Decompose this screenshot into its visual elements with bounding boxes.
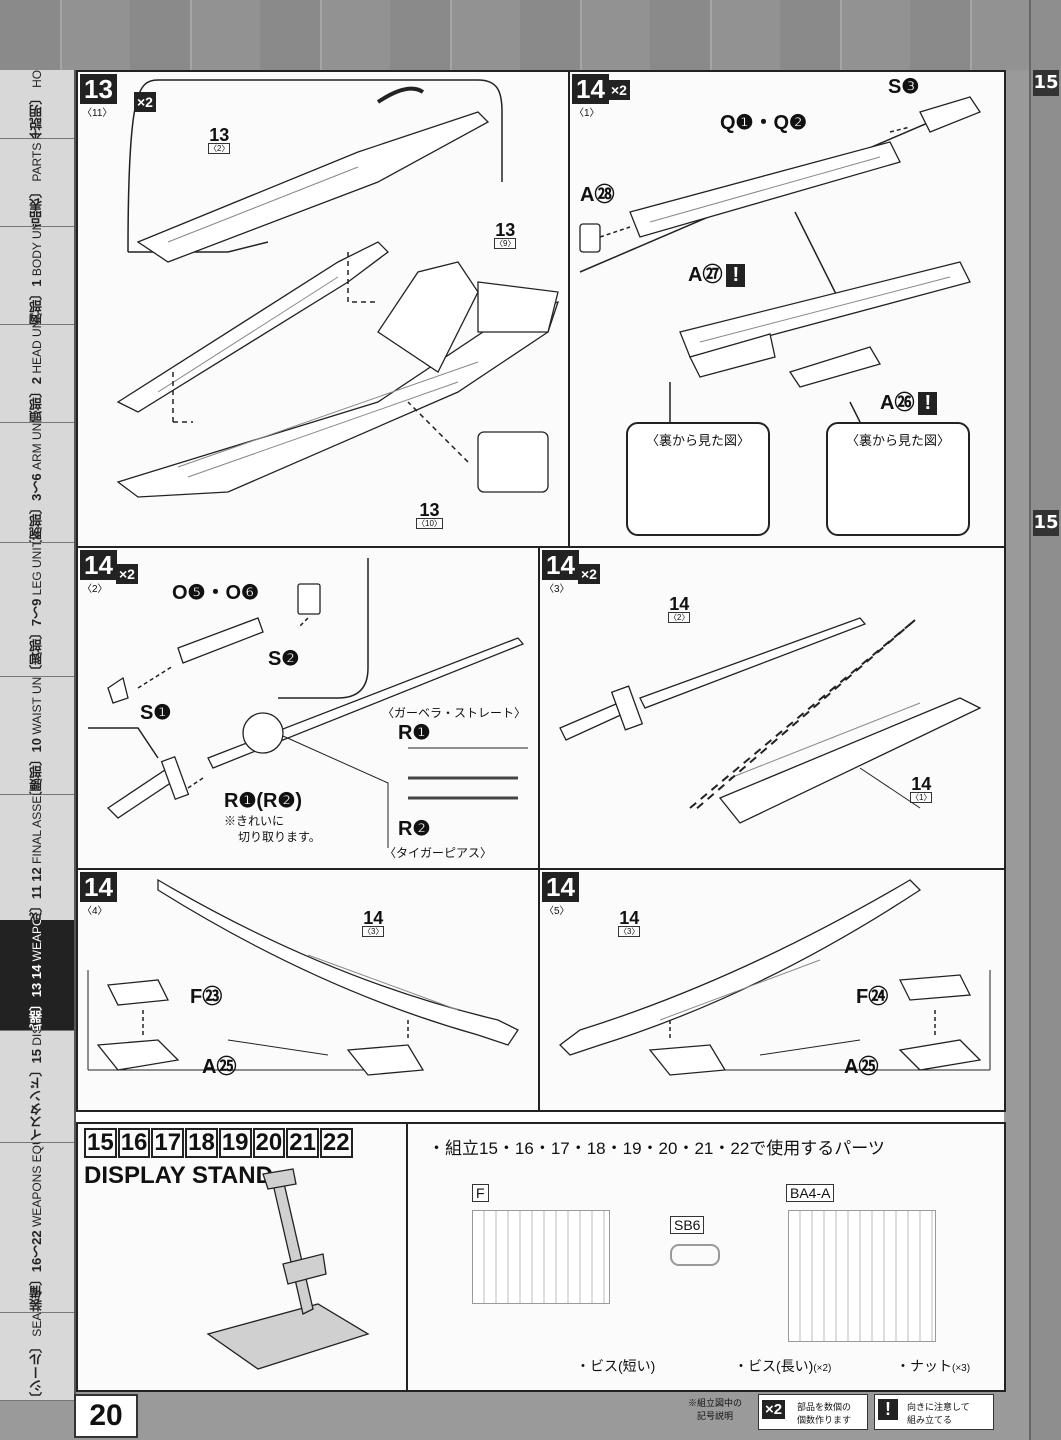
step-sub: 〈5〉 [544,906,570,917]
sheathing-illustration [559,617,982,824]
part-label-q: Q❶・Q❷ [720,112,807,134]
multiply-badge: ×2 [116,564,138,584]
step-number: 14 [80,872,117,902]
part-label-s2: S❷ [268,648,300,670]
section-sidebar: 〔基本説明〕 HOW TO 〔部品表〕 PARTS LIST 〔胸部〕1 BOD… [0,70,76,1401]
variant-tiger: 〈タイガーピアス〉 [384,846,493,860]
step-number: 13 [80,74,117,104]
step-number: 14 [572,74,609,104]
next-page-edge: 15 15 [1029,0,1061,1440]
step-14-4-panel: 14 〈4〉 14〈3〉 F㉓ A㉕ [76,868,542,1112]
display-stand-title: DISPLAY STAND [84,1162,273,1189]
step-14-1-panel: 14 〈1〉 ×2 S❸ Q❶・Q❷ A㉘ A㉗! A㉖! 〈裏から見た図〉 [568,70,1006,550]
part-label-s3: S❸ [888,76,920,98]
sidebar-item-parts-list[interactable]: 〔部品表〕 PARTS LIST [0,138,74,227]
sidebar-item-seal[interactable]: 〔シール〕 SEAL [0,1312,74,1401]
step-number: 14 [80,550,117,580]
note-line-1: ※きれいに [224,814,285,828]
runner-ba4a-label: BA4-A [786,1184,835,1202]
part-label-o: O❺・O❻ [172,582,259,604]
step-sub: 〈11〉 [82,108,113,119]
ref-13-10: 13〈10〉 [416,500,443,529]
ref-14-3: 14〈3〉 [618,908,641,937]
sb6-part [670,1244,720,1266]
sidebar-item-weapons-equipment[interactable]: 〔武器の装備〕16〜22 WEAPONS EQUIPMENT [0,1142,74,1313]
multiply-badge: ×2 [608,80,630,100]
weapon-assembly-illustration [116,79,560,498]
warning-icon: ! [726,264,746,287]
katana-with-hands-illustration [559,879,991,1076]
ref-14-1: 14〈1〉 [910,774,933,803]
sidebar-item-final-assemble[interactable]: 〔完成〕11 12 FINAL ASSEMBLE [0,794,74,921]
screw-long: ・ビス(長い)(×2) [734,1358,832,1374]
step-13-panel: 13 〈11〉 ×2 13〈2〉 13〈9〉 13〈10〉 [76,70,572,550]
step-14-2-panel: 14 〈2〉 ×2 O❺・O❻ S❷ S❶ R❶(R❷) ※きれいに 切り取りま… [76,546,542,872]
back-view-callout-right: 〈裏から見た図〉 [826,422,970,536]
note-line-2: 切り取ります。 [238,830,321,844]
part-label-a25: A㉕ [844,1056,879,1078]
instruction-page: 13 〈11〉 ×2 13〈2〉 13〈9〉 13〈10〉 [76,70,1006,1392]
sidebar-item-body-unit[interactable]: 〔胸部〕1 BODY UNIT [0,226,74,325]
runner-ba4a [788,1210,936,1342]
runner-sb6-label: SB6 [670,1216,705,1234]
sidebar-item-display-stand[interactable]: 〔ディスプレイスタンド〕15 DISPLAY STAND [0,1030,74,1143]
next-page-step-tab: 15 [1033,510,1059,536]
sidebar-item-weapons[interactable]: 〔武器〕13 14 WEAPONS [0,920,74,1031]
part-label-a28: A㉘ [580,184,615,206]
ref-13-9: 13〈9〉 [494,220,517,249]
sidebar-item-leg-unit[interactable]: 〔脚部〕7〜9 LEG UNIT [0,542,74,677]
step-sub: 〈2〉 [82,584,108,595]
part-label-a26: A㉖! [880,386,938,415]
part-label-a27: A㉗! [688,258,746,287]
next-page-step-tab: 15 [1033,70,1059,96]
multiply-symbol: ×2 [762,1400,786,1419]
part-label-r2: R❷ [398,818,431,840]
part-label-r-main: R❶(R❷) [224,790,303,812]
legend-title: ※組立図中の記号説明 [687,1398,742,1421]
part-label-f23: F㉓ [190,986,223,1008]
ref-13-2: 13〈2〉 [208,125,231,154]
step-number: 14 [542,872,579,902]
multiply-badge: ×2 [578,564,600,584]
step-14-3-panel: 14 〈3〉 ×2 14〈2〉 14〈1〉 [538,546,1006,872]
ref-14-3: 14〈3〉 [362,908,385,937]
sidebar-item-waist-unit[interactable]: 〔腰部〕10 WAIST UNIT [0,676,74,795]
part-label-r1: R❶ [398,722,431,744]
sidebar-item-arm-unit[interactable]: 〔腕部〕3〜6 ARM UNIT [0,422,74,543]
step-number: 14 [542,550,579,580]
background-frame-top [0,0,1061,70]
part-label-a25: A㉕ [202,1056,237,1078]
sidebar-item-head-unit[interactable]: 〔頭部〕2 HEAD UNIT [0,324,74,423]
part-label-f24: F㉔ [856,986,889,1008]
page-number: 20 [74,1394,138,1438]
step-14-5-panel: 14 〈5〉 14〈3〉 F㉔ A㉕ [538,868,1006,1112]
display-stand-illustration [206,1168,370,1370]
variant-garbera: 〈ガーベラ・ストレート〉 [382,706,527,720]
screw-short: ・ビス(短い) [576,1358,656,1374]
parts-used-title: ・組立15・16・17・18・19・20・21・22で使用するパーツ [428,1139,885,1158]
step-sub: 〈4〉 [82,906,108,917]
katana-with-hands-illustration [87,878,519,1076]
runner-f [472,1210,610,1304]
sidebar-item-how-to[interactable]: 〔基本説明〕 HOW TO [0,70,74,139]
step-sub: 〈3〉 [544,584,570,595]
multiply-badge: ×2 [134,92,156,112]
parts-used-panel: ・組立15・16・17・18・19・20・21・22で使用するパーツ F SB6… [406,1122,1006,1392]
back-view-callout-left: 〈裏から見た図〉 [626,422,770,536]
runner-f-label: F [472,1184,489,1202]
katana-assembly-illustration [88,558,528,848]
step-sub: 〈1〉 [574,108,600,119]
ref-14-2: 14〈2〉 [668,594,691,623]
part-label-s1: S❶ [140,702,172,724]
warning-icon: ! [878,1399,898,1420]
symbol-legend: ※組立図中の記号説明 ×2 部品を数個の個数作ります ! 向きに注意して組み立て… [680,1394,1000,1430]
sheath-assembly-illustration [579,96,981,443]
legend-multiply: ×2 部品を数個の個数作ります [758,1394,868,1430]
warning-icon: ! [918,392,938,415]
legend-warning: ! 向きに注意して組み立てる [874,1394,994,1430]
nut: ・ナット(×3) [896,1358,971,1374]
